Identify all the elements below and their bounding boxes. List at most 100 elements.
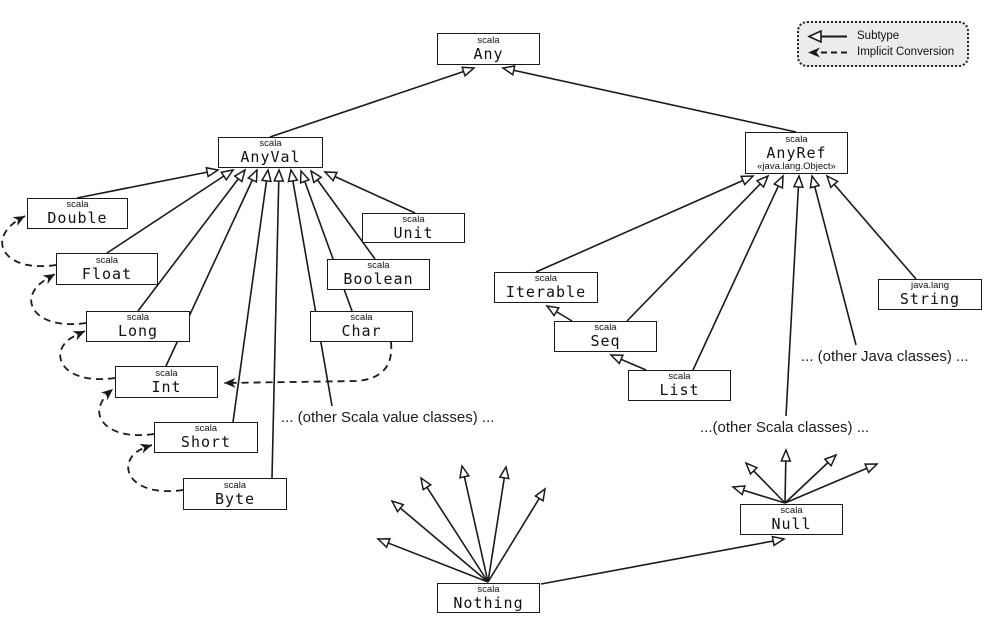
- class-name: AnyVal: [240, 148, 301, 166]
- package-label: scala: [367, 260, 390, 271]
- edge-iterable-anyref: [535, 175, 755, 273]
- class-node-char: scala Char: [310, 311, 413, 342]
- edge-nothing-fan-6: [487, 487, 547, 583]
- edge-double-anyval: [76, 166, 220, 199]
- legend-implicit-row: Implicit Conversion: [807, 46, 959, 59]
- legend: Subtype Implicit Conversion: [797, 21, 969, 67]
- edge-implicit-int-long: [59, 330, 116, 380]
- class-node-short: scala Short: [154, 422, 258, 453]
- class-node-anyval: scala AnyVal: [218, 137, 323, 168]
- class-name: Iterable: [505, 283, 587, 301]
- edge-nothing-fan-1: [376, 538, 489, 583]
- class-node-null: scala Null: [740, 504, 843, 535]
- class-name: Short: [180, 433, 232, 451]
- edge-implicit-byte-short: [127, 443, 184, 492]
- class-node-long: scala Long: [86, 311, 190, 342]
- package-label: scala: [66, 199, 89, 210]
- class-name: AnyRef: [766, 143, 827, 162]
- edge-implicit-char-int: [223, 341, 393, 388]
- class-name: Long: [117, 322, 159, 340]
- package-label: scala: [780, 505, 803, 516]
- class-name: Char: [341, 322, 382, 340]
- class-node-any: scala Any: [437, 33, 540, 65]
- edge-null-fan-3: [780, 448, 792, 504]
- edge-null-fan-1: [731, 485, 786, 504]
- package-label: scala: [194, 423, 218, 434]
- edge-implicit-float-double: [1, 215, 57, 267]
- edge-unit-anyval: [323, 171, 416, 214]
- class-node-list: scala List: [628, 370, 731, 401]
- edge-string-anyref: [825, 174, 917, 280]
- class-name: Int: [151, 377, 182, 396]
- implicit-conversion-arrow-icon: [808, 47, 847, 57]
- edge-implicit-long-float: [30, 273, 87, 325]
- edge-long-anyval: [137, 168, 247, 312]
- edge-nothing-null: [540, 535, 786, 585]
- package-label: scala: [95, 254, 119, 266]
- package-label: scala: [350, 312, 373, 323]
- edge-other-scala-classes-anyref: [785, 174, 804, 417]
- package-label: scala: [223, 479, 247, 491]
- edge-other-java-classes-anyref: [809, 174, 857, 346]
- class-name: Seq: [590, 332, 621, 350]
- edge-float-anyval: [106, 168, 235, 254]
- edge-list-seq: [609, 354, 647, 371]
- class-name: Byte: [214, 489, 256, 508]
- class-name: Any: [473, 44, 504, 63]
- package-label: scala: [155, 367, 178, 379]
- edge-byte-anyval: [271, 168, 285, 479]
- class-name: Boolean: [343, 270, 414, 288]
- edge-boolean-anyval: [309, 169, 376, 260]
- class-name: Null: [771, 515, 812, 533]
- other-scala-value-classes-text: ... (other Scala value classes) ...: [281, 409, 495, 426]
- edge-seq-iterable: [545, 304, 573, 322]
- package-label: scala: [477, 583, 500, 595]
- package-label: scala: [534, 273, 558, 284]
- edge-null-fan-2: [744, 461, 786, 504]
- class-node-anyref: scala AnyRef «java.lang.Object»: [745, 132, 848, 174]
- package-label: scala: [402, 213, 425, 225]
- package-label: scala: [477, 34, 500, 46]
- package-label: java.lang: [910, 280, 950, 291]
- class-name: String: [899, 290, 961, 308]
- edge-null-fan-5: [784, 463, 879, 504]
- class-name: Nothing: [453, 593, 524, 612]
- class-node-iterable: scala Iterable: [494, 272, 598, 303]
- class-node-string: java.lang String: [878, 279, 982, 310]
- edge-null-fan-4: [784, 453, 838, 504]
- class-node-float: scala Float: [56, 253, 158, 285]
- legend-subtype-row: Subtype: [807, 29, 959, 43]
- class-node-nothing: scala Nothing: [437, 583, 540, 613]
- subtype-arrow-icon: [807, 29, 847, 43]
- class-node-unit: scala Unit: [362, 213, 465, 243]
- edge-nothing-fan-5: [487, 465, 510, 583]
- package-label: scala: [126, 312, 150, 323]
- class-node-seq: scala Seq: [554, 321, 657, 352]
- legend-implicit-label: Implicit Conversion: [857, 46, 955, 58]
- class-node-int: scala Int: [115, 366, 218, 398]
- package-label: scala: [259, 138, 282, 149]
- class-name: List: [659, 381, 700, 399]
- edge-short-anyval: [232, 168, 272, 423]
- edge-nothing-fan-3: [419, 476, 489, 583]
- edge-anyref-any: [501, 65, 797, 133]
- edge-seq-anyref: [626, 174, 770, 322]
- package-label: scala: [668, 371, 691, 382]
- class-name: Unit: [393, 223, 434, 242]
- other-java-classes-text: ... (other Java classes) ...: [801, 348, 969, 365]
- edge-list-anyref: [692, 174, 784, 371]
- edge-nothing-fan-2: [390, 499, 489, 583]
- edge-other-value-classes-anyval: [287, 168, 333, 407]
- class-node-boolean: scala Boolean: [327, 259, 430, 290]
- class-name: Double: [47, 209, 108, 227]
- stereotype-label: «java.lang.Object»: [757, 160, 836, 172]
- class-node-byte: scala Byte: [183, 478, 287, 510]
- package-label: scala: [785, 133, 808, 145]
- edge-anyval-any: [269, 66, 476, 138]
- class-name: Float: [81, 264, 133, 283]
- edge-nothing-fan-4: [459, 464, 489, 583]
- other-scala-classes-text: ...(other Scala classes) ...: [700, 419, 870, 436]
- class-node-double: scala Double: [27, 198, 128, 229]
- package-label: scala: [594, 322, 617, 333]
